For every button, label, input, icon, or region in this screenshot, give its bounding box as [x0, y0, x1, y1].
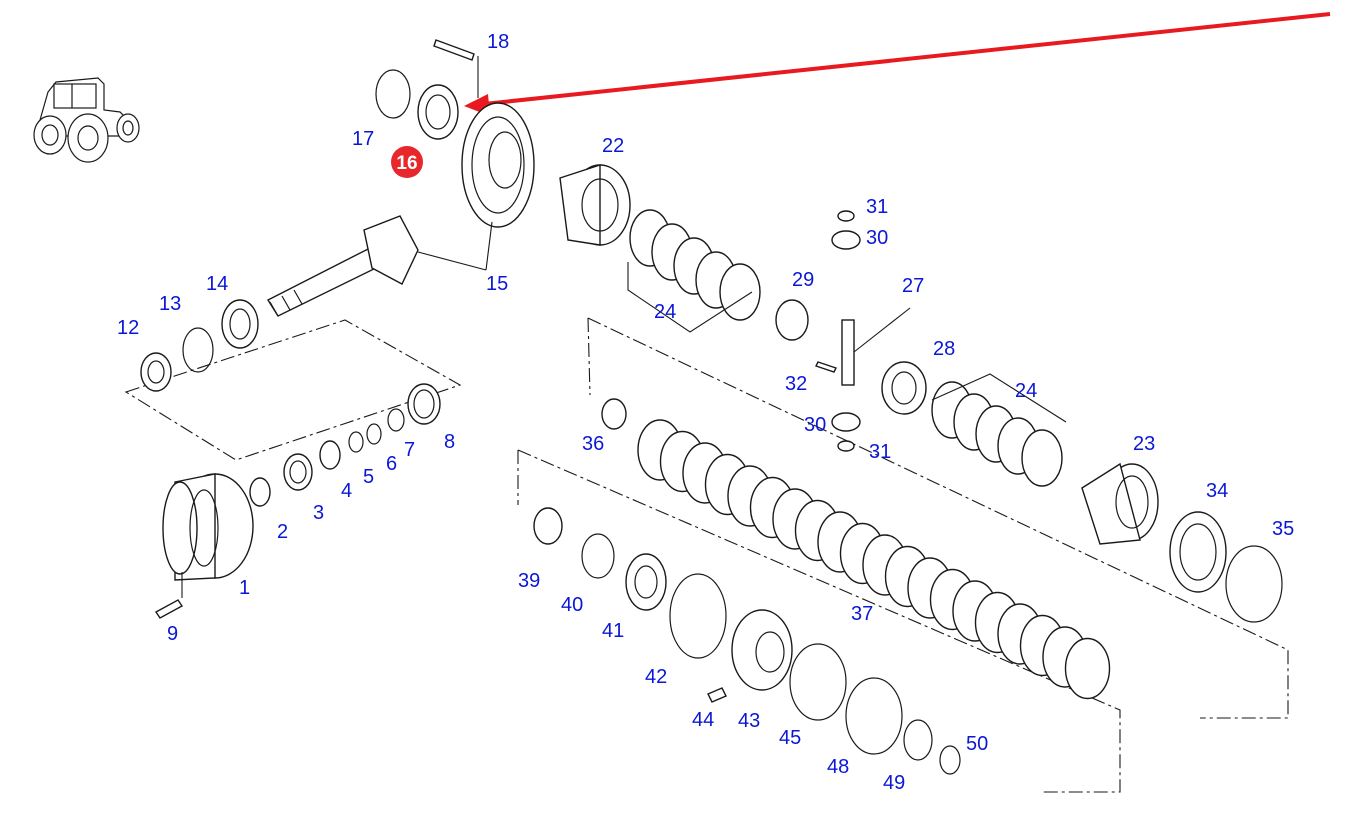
- tractor-icon: [33, 77, 140, 163]
- pointer-arrow: [464, 12, 1331, 116]
- label-41: 41: [602, 620, 624, 642]
- label-7: 7: [404, 439, 415, 461]
- label-13: 13: [159, 293, 181, 315]
- label-17: 17: [352, 128, 374, 150]
- part-36-ring: [601, 398, 627, 430]
- part-15-pinion-and-crown-gear: [267, 102, 535, 317]
- label-24-upper: 24: [654, 301, 676, 323]
- parts-34-35-bearing-and-ring: [1169, 511, 1283, 623]
- label-34: 34: [1206, 480, 1228, 502]
- label-3: 3: [313, 502, 324, 524]
- assembly-outlines: [124, 317, 1289, 793]
- part-labels: 1 2 3 4 5 6 7 8 9 12 13 14 15 17 18 22 2…: [117, 31, 1294, 794]
- label-18: 18: [487, 31, 509, 53]
- label-49: 49: [883, 772, 905, 794]
- label-4: 4: [341, 480, 352, 502]
- label-12: 12: [117, 317, 139, 339]
- part-23-clutch-drum: [1081, 462, 1159, 545]
- label-45: 45: [779, 727, 801, 749]
- parts-27-to-32-spider-gears: [775, 210, 927, 452]
- label-39: 39: [518, 570, 540, 592]
- label-5: 5: [363, 466, 374, 488]
- part-1-housing: [162, 473, 254, 581]
- label-44: 44: [692, 709, 714, 731]
- label-35: 35: [1272, 518, 1294, 540]
- label-28: 28: [933, 338, 955, 360]
- label-31-upper: 31: [866, 196, 888, 218]
- parts-12-to-14-bearings: [140, 299, 259, 392]
- label-6: 6: [386, 453, 397, 475]
- clutch-pack-37: [637, 419, 1111, 700]
- clutch-pack-24-upper: [627, 209, 761, 333]
- highlight-badge-16[interactable]: 16: [391, 146, 423, 178]
- label-30-upper: 30: [866, 227, 888, 249]
- part-22-differential-case: [559, 164, 631, 246]
- label-24-right: 24: [1015, 380, 1037, 402]
- label-14: 14: [206, 273, 228, 295]
- label-8: 8: [444, 431, 455, 453]
- parts-2-to-8-rings: [249, 383, 441, 507]
- parts-39-to-50: [533, 507, 961, 775]
- clutch-pack-24-right: [931, 373, 1067, 487]
- label-42: 42: [645, 666, 667, 688]
- label-15: 15: [486, 273, 508, 295]
- label-23: 23: [1133, 433, 1155, 455]
- label-2: 2: [277, 521, 288, 543]
- clutch-disc: [1064, 637, 1111, 700]
- label-32: 32: [785, 373, 807, 395]
- part-9-bolt: [154, 572, 184, 619]
- parts-16-to-18: [375, 39, 479, 140]
- label-40: 40: [561, 594, 583, 616]
- label-50: 50: [966, 733, 988, 755]
- highlight-badge-label: 16: [396, 153, 417, 174]
- label-27: 27: [902, 275, 924, 297]
- label-31-lower: 31: [869, 441, 891, 463]
- label-36: 36: [582, 433, 604, 455]
- label-9: 9: [167, 623, 178, 645]
- label-43: 43: [738, 710, 760, 732]
- label-30-lower: 30: [804, 414, 826, 436]
- label-29: 29: [792, 269, 814, 291]
- label-22: 22: [602, 135, 624, 157]
- label-37: 37: [851, 603, 873, 625]
- label-48: 48: [827, 756, 849, 778]
- label-1: 1: [239, 577, 250, 599]
